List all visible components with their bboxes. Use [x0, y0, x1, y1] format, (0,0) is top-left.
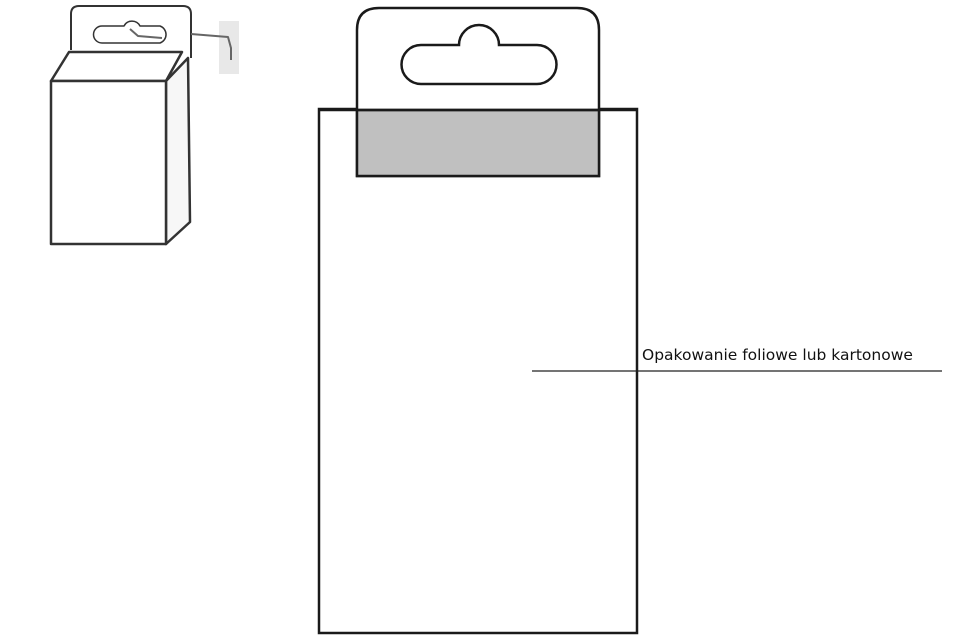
hook-rod [129, 28, 232, 60]
euro-slot [400, 23, 558, 86]
box-side [164, 56, 192, 246]
box-hanging-illustration [49, 5, 239, 246]
hook-bracket [219, 21, 239, 74]
box-front [49, 79, 168, 246]
tab-overlap-area [355, 108, 601, 178]
bag-diagram [317, 6, 639, 635]
box-top [49, 50, 184, 83]
callout-label: Opakowanie foliowe lub kartonowe [642, 346, 913, 364]
